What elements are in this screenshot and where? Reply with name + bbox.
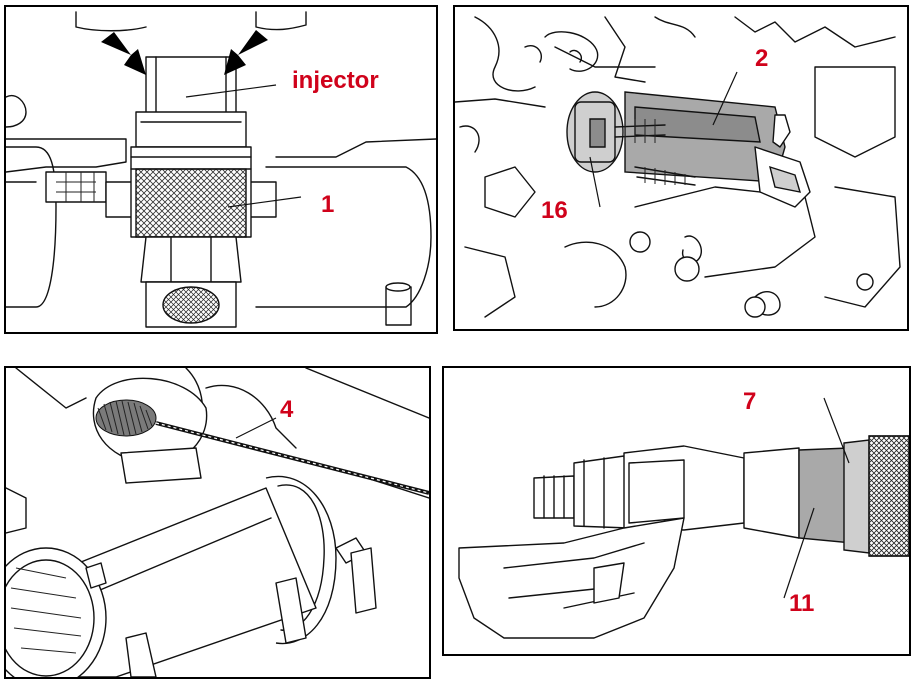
brush-bristles xyxy=(95,399,157,437)
callout-part-11: 11 xyxy=(789,590,815,617)
illustration-injector-assembly xyxy=(458,397,909,639)
callout-part-2: 2 xyxy=(755,45,769,72)
panel-injector-sleeve: injector 1 xyxy=(4,5,438,334)
callout-part-7: 7 xyxy=(743,388,757,415)
illustration-injector-sleeve xyxy=(6,11,436,328)
callout-injector: injector xyxy=(292,67,379,94)
callout-part-16: 16 xyxy=(541,197,568,224)
illustration-cleaning-brush xyxy=(6,368,429,677)
panel-cleaning-brush: 4 xyxy=(4,366,431,679)
panel-injector-assembly: 7 11 xyxy=(442,366,911,656)
callout-part-4: 4 xyxy=(280,396,294,423)
panel-puller-tool: 2 16 xyxy=(453,5,909,331)
illustration-puller-tool xyxy=(455,16,901,318)
callout-part-1: 1 xyxy=(321,191,335,218)
